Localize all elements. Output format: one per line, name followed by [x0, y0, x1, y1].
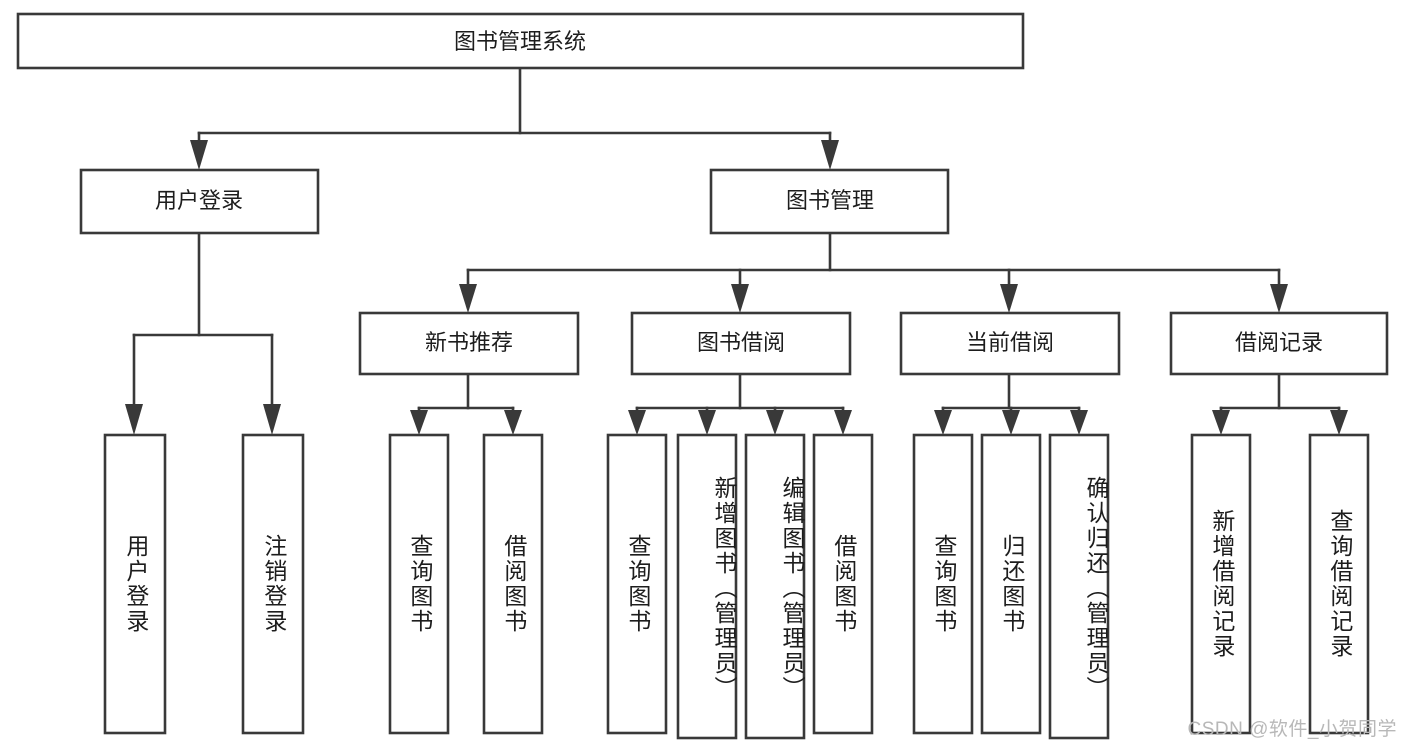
- arrowhead-leaf-user-login: [125, 404, 143, 435]
- connector-group-new-book-rec: [410, 372, 522, 435]
- arrowhead-leaf-query-book-3: [934, 410, 952, 435]
- leaf-add-book-box[interactable]: [676, 433, 738, 740]
- node-current-borrow-label: 当前借阅: [966, 330, 1054, 355]
- node-book-manage[interactable]: 图书管理: [709, 168, 950, 235]
- connector-group-book-manage: [459, 231, 1288, 313]
- node-user-login[interactable]: 用户登录: [79, 168, 320, 235]
- leaf-return-book-box[interactable]: [980, 433, 1042, 735]
- connector-group-user-login: [125, 231, 281, 435]
- node-root[interactable]: 图书管理系统: [16, 12, 1025, 70]
- leaf-borrow-book-2-box[interactable]: [812, 433, 874, 735]
- arrowhead-leaf-borrow-book-2: [834, 410, 852, 435]
- connector-group-current-borrow: [934, 372, 1088, 435]
- arrowhead-leaf-user-logout: [263, 404, 281, 435]
- arrowhead-leaf-add-book: [698, 410, 716, 435]
- arrowhead-new-book-rec: [459, 284, 477, 313]
- leaf-query-book-3-box[interactable]: [912, 433, 974, 735]
- arrowhead-leaf-query-book-1: [410, 410, 428, 435]
- arrowhead-leaf-return-book: [1002, 410, 1020, 435]
- node-book-manage-box[interactable]: [709, 168, 950, 235]
- arrowhead-leaf-add-record: [1212, 410, 1230, 435]
- node-user-login-label: 用户登录: [155, 188, 243, 213]
- node-book-borrow-box[interactable]: [630, 311, 852, 376]
- arrowhead-current-borrow: [1000, 284, 1018, 313]
- leaf-boxes: [103, 433, 1370, 740]
- node-new-book-rec-box[interactable]: [358, 311, 580, 376]
- arrowhead-borrow-record: [1270, 284, 1288, 313]
- node-book-borrow-label: 图书借阅: [697, 330, 785, 355]
- node-borrow-record[interactable]: 借阅记录: [1169, 311, 1389, 376]
- arrowhead-book-borrow: [731, 284, 749, 313]
- leaf-query-book-2-box[interactable]: [606, 433, 668, 735]
- connector-group-borrow-record: [1212, 372, 1348, 435]
- node-borrow-record-box[interactable]: [1169, 311, 1389, 376]
- leaf-edit-book-box[interactable]: [744, 433, 806, 740]
- node-root-label: 图书管理系统: [454, 29, 586, 54]
- node-new-book-rec[interactable]: 新书推荐: [358, 311, 580, 376]
- leaf-confirm-return-box[interactable]: [1048, 433, 1110, 740]
- node-book-borrow[interactable]: 图书借阅: [630, 311, 852, 376]
- arrowhead-leaf-confirm-return: [1070, 410, 1088, 435]
- node-borrow-record-label: 借阅记录: [1235, 330, 1323, 355]
- leaf-borrow-book-1-box[interactable]: [482, 433, 544, 735]
- csdn-watermark: CSDN @软件_小贺同学: [1187, 719, 1397, 740]
- leaf-query-record-box[interactable]: [1308, 433, 1370, 735]
- arrowhead-leaf-query-book-2: [628, 410, 646, 435]
- node-current-borrow-box[interactable]: [899, 311, 1121, 376]
- arrowhead-leaf-query-record: [1330, 410, 1348, 435]
- leaf-add-record-box[interactable]: [1190, 433, 1252, 735]
- arrowhead-leaf-edit-book: [766, 410, 784, 435]
- node-root-box[interactable]: [16, 12, 1025, 70]
- leaf-user-login-box[interactable]: [103, 433, 167, 735]
- leaf-user-logout-box[interactable]: [241, 433, 305, 735]
- arrowhead-user-login: [190, 140, 208, 170]
- node-user-login-box[interactable]: [79, 168, 320, 235]
- connector-group-book-borrow: [628, 372, 852, 435]
- node-new-book-rec-label: 新书推荐: [425, 330, 513, 355]
- node-current-borrow[interactable]: 当前借阅: [899, 311, 1121, 376]
- leaf-query-book-1-box[interactable]: [388, 433, 450, 735]
- arrowhead-book-manage: [821, 140, 839, 170]
- node-book-manage-label: 图书管理: [786, 188, 874, 213]
- connector-group-root: [190, 66, 839, 170]
- arrowhead-leaf-borrow-book-1: [504, 410, 522, 435]
